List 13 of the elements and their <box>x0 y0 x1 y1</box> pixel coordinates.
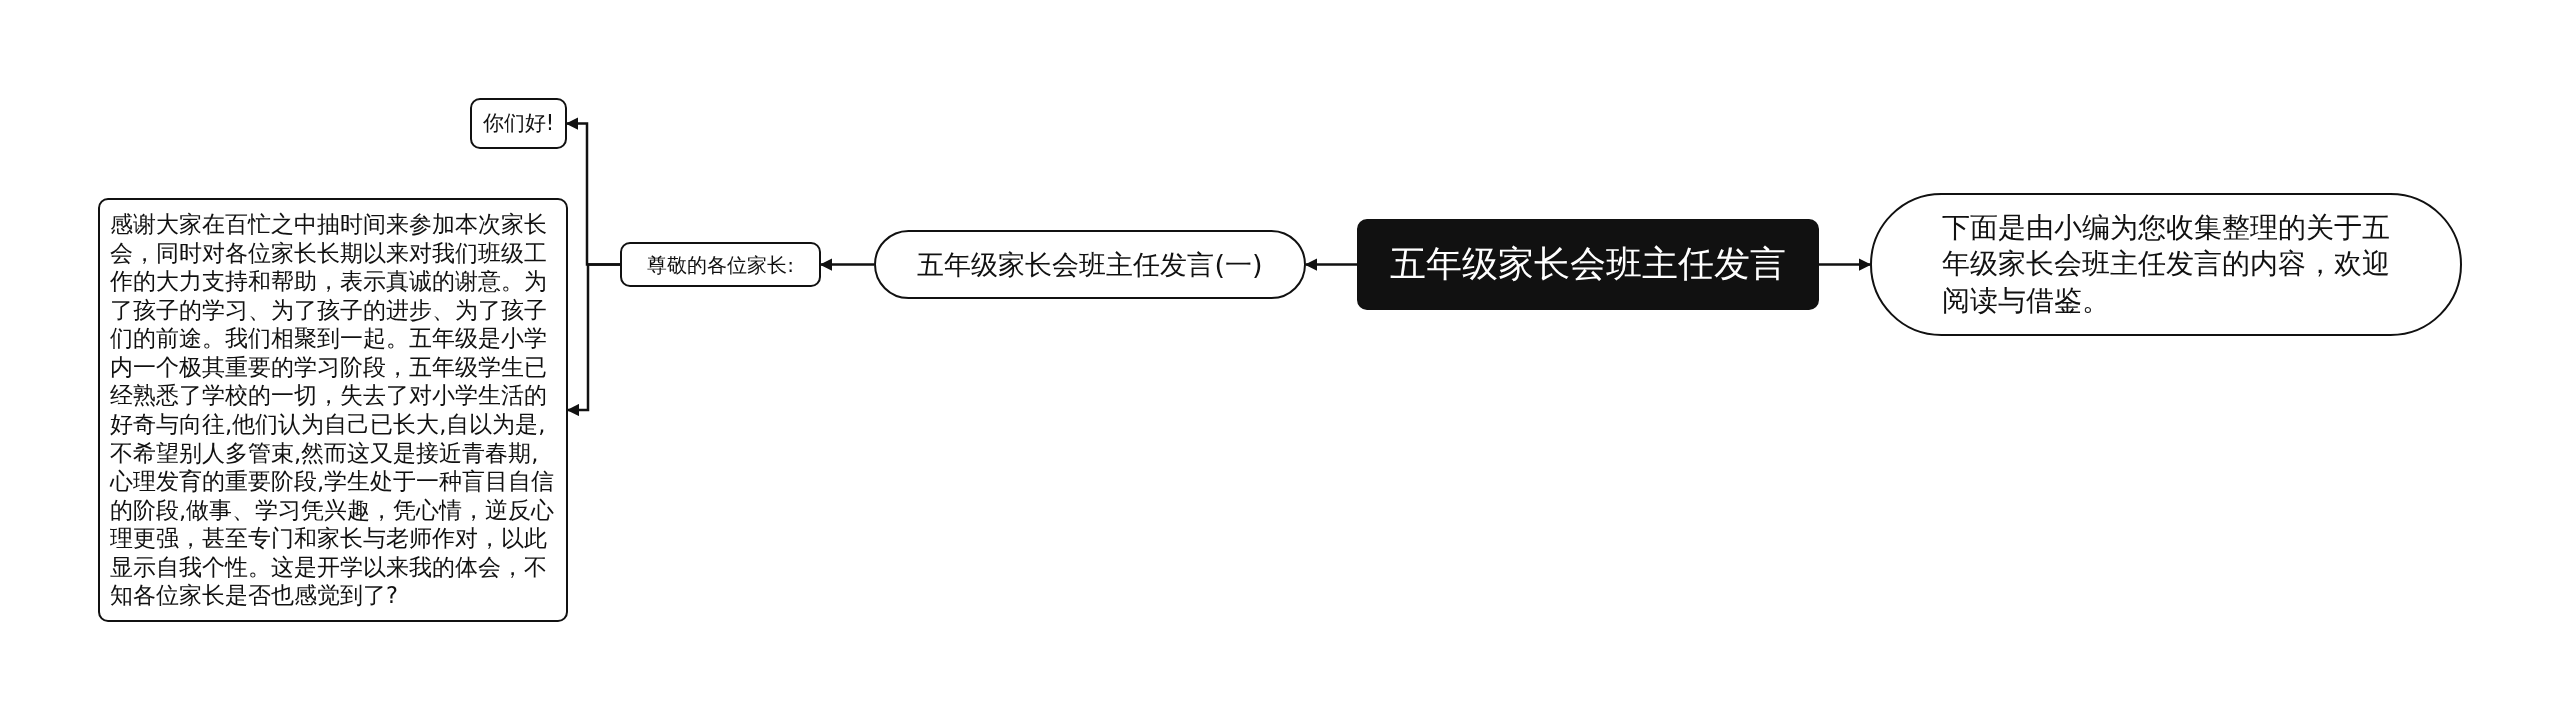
node-text: 下面是由小编为您收集整理的关于五年级家长会班主任发言的内容，欢迎阅读与借鉴。 <box>1942 209 2390 319</box>
connector-arrow <box>566 263 620 417</box>
node-text: 五年级家长会班主任发言 <box>1390 242 1786 287</box>
connector-arrow <box>819 258 874 271</box>
node-text: 感谢大家在百忙之中抽时间来参加本次家长会，同时对各位家长长期以来对我们班级工作的大力支持和帮助，表示真诚的谢意。为了孩子的学习、为了孩子的进步、为了孩子们的前途。我们相聚到一起。五年级是小学内一个极其重要的学习阶段，五年级学生已经熟悉了学校的一切，失去了对小学生活的好奇与向往,他们认为自己已长大,自以为是,不希望别人多管束,然而这又是接近青春期,心理发育的重要阶段,学生处于一种盲目自信的阶段,做事、学习凭兴趣，凭心情，逆反心理更强，甚至专门和家长与老师作对，以此显示自我个性。这是开学以来我的体会，不知各位家长是否也感觉到了? <box>110 210 556 610</box>
node-text: 五年级家长会班主任发言(一) <box>917 247 1263 282</box>
root-topic-box <box>1357 219 1819 310</box>
greeting-box <box>470 98 567 149</box>
node-text: 尊敬的各位家长: <box>647 251 794 278</box>
connector-arrow <box>1304 258 1357 271</box>
node-text: 你们好! <box>482 109 555 137</box>
greeting-box <box>620 242 821 287</box>
connector-arrow <box>1819 258 1872 271</box>
